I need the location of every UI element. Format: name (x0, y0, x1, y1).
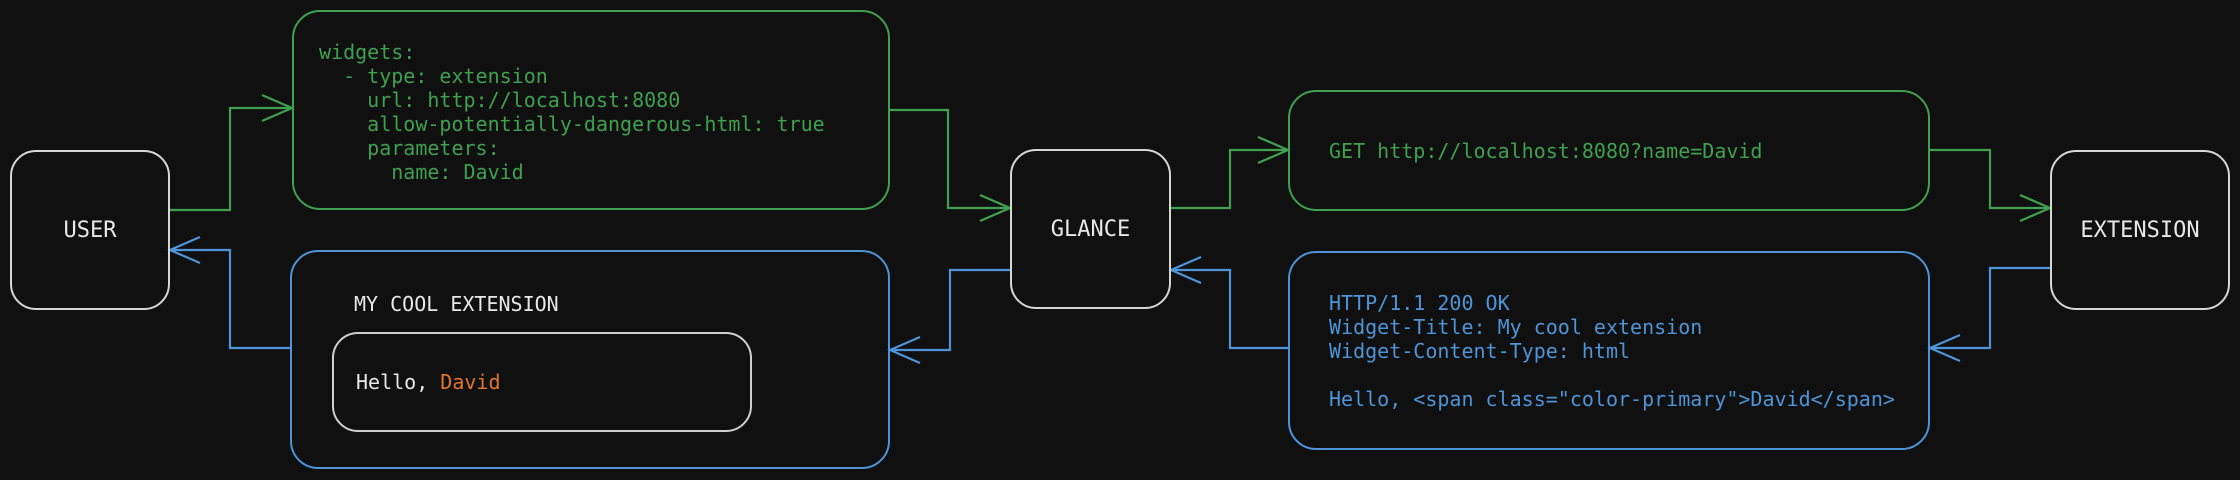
http-response-box: HTTP/1.1 200 OK Widget-Title: My cool ex… (1288, 251, 1930, 450)
arrow-yaml-config-to-glance (890, 108, 1013, 223)
user-node-label: USER (63, 217, 117, 243)
user-node: USER (10, 150, 170, 310)
yaml-config-box: widgets: - type: extension url: http://l… (292, 10, 890, 210)
http-response-line (1329, 363, 1928, 387)
arrow-glance-to-get-request (1171, 135, 1291, 210)
yaml-line: name: David (319, 160, 524, 184)
yaml-line: widgets: (319, 40, 416, 64)
extension-node: EXTENSION (2050, 150, 2230, 310)
hello-text: Hello, (356, 370, 441, 394)
get-request-box: GET http://localhost:8080?name=David (1288, 90, 1930, 211)
yaml-line: url: http://localhost:8080 (319, 88, 681, 112)
glance-node-label: GLANCE (1050, 216, 1131, 242)
yaml-line: allow-potentially-dangerous-html: true (319, 112, 825, 136)
hello-name-highlight: David (440, 370, 501, 394)
arrow-extension-to-http-response (1927, 266, 2050, 363)
arrow-get-request-to-extension (1930, 148, 2053, 223)
arrow-widget-to-user (167, 235, 290, 350)
arrow-user-to-yaml-config (170, 93, 295, 212)
extension-node-label: EXTENSION (2080, 217, 2200, 243)
widget-title: MY COOL EXTENSION (354, 292, 559, 316)
glance-node: GLANCE (1010, 149, 1171, 309)
http-response-line: Hello, <span class="color-primary">David… (1329, 387, 1895, 411)
yaml-line: - type: extension (319, 64, 548, 88)
widget-output-box: Hello, David (332, 332, 752, 432)
rendered-widget-box: MY COOL EXTENSION Hello, David (290, 250, 890, 469)
http-response-line: Widget-Title: My cool extension (1329, 315, 1703, 339)
get-request-line: GET http://localhost:8080?name=David (1329, 138, 1763, 163)
yaml-line: parameters: (319, 136, 500, 160)
http-response-line: HTTP/1.1 200 OK (1329, 291, 1510, 315)
arrow-http-response-to-glance (1168, 255, 1288, 350)
arrow-glance-to-widget (887, 268, 1010, 365)
http-response-line: Widget-Content-Type: html (1329, 339, 1631, 363)
